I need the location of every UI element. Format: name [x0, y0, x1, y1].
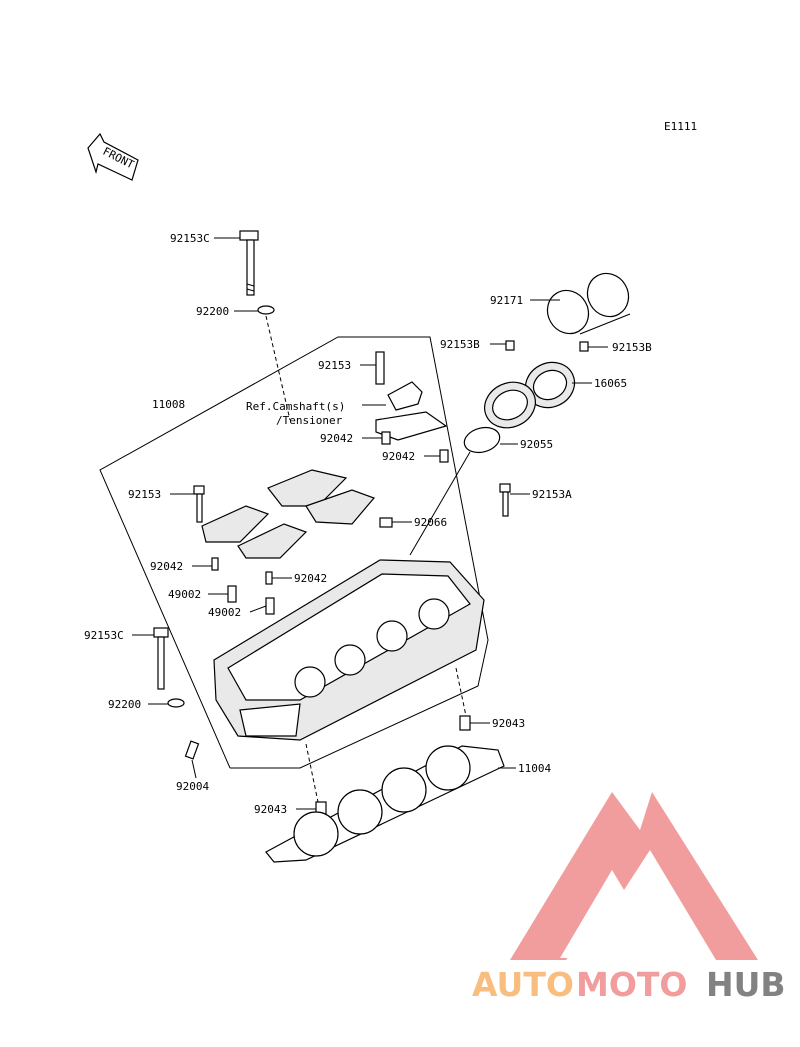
logo-triangle-inner	[560, 870, 680, 958]
axis-line-holder	[409, 451, 471, 556]
label-92200-top: 92200	[196, 305, 229, 318]
label-92043-bottom: 92043	[254, 803, 287, 816]
label-92153B-left: 92153B	[440, 338, 480, 351]
bolt-92153B-right	[579, 341, 589, 352]
bolt-92153-upper	[375, 351, 385, 385]
label-92042-b: 92042	[382, 450, 415, 463]
washer-92200-bottom	[167, 698, 185, 708]
front-arrow-icon: FRONT	[87, 132, 139, 181]
label-92055: 92055	[520, 438, 553, 451]
axis-line-dowel-right	[455, 667, 467, 717]
clamp-92171	[546, 272, 631, 335]
automotohub-logo: AUTO MOTO HUB	[472, 792, 786, 1004]
logo-triangle-outer	[510, 792, 758, 960]
cylinder-head	[213, 559, 485, 741]
oring-92055	[463, 426, 501, 454]
bolt-92153B-left	[505, 340, 515, 351]
head-assembly-outline	[99, 336, 489, 769]
logo-text-auto: AUTO	[472, 965, 574, 1004]
leader-49002-b	[249, 605, 267, 613]
label-92171: 92171	[490, 294, 523, 307]
bolt-92153-left-head	[193, 485, 205, 495]
label-92153C-top: 92153C	[170, 232, 210, 245]
cam-caps	[201, 469, 376, 559]
label-49002-b: 49002	[208, 606, 241, 619]
bolt-92153C-bottom-shank	[157, 636, 165, 690]
bolt-92153-left-shank	[196, 493, 203, 523]
logo-text-moto: MOTO	[576, 965, 687, 1004]
label-16065: 16065	[594, 377, 627, 390]
head-gasket-11004	[265, 745, 505, 863]
bolt-92153A-head	[499, 483, 511, 493]
label-92153-left: 92153	[128, 488, 161, 501]
dowel-92042-a	[381, 431, 391, 445]
dowel-92042-c	[211, 557, 219, 571]
bolt-92153C-bottom-head	[153, 627, 169, 638]
plug-49002-a	[227, 585, 237, 603]
label-92200-bottom: 92200	[108, 698, 141, 711]
label-92153C-bottom: 92153C	[84, 629, 124, 642]
axis-line-top-bolt	[265, 315, 291, 421]
label-92042-d: 92042	[294, 572, 327, 585]
dowel-92042-d	[265, 571, 273, 585]
label-92004: 92004	[176, 780, 209, 793]
plug-92066	[379, 517, 393, 528]
label-92042-a: 92042	[320, 432, 353, 445]
axis-line-dowel-bottom	[305, 743, 319, 803]
label-92153-upper: 92153	[318, 359, 351, 372]
plug-49002-b	[265, 597, 275, 615]
leader-92004	[191, 759, 197, 779]
label-92066: 92066	[414, 516, 447, 529]
label-49002-a: 49002	[168, 588, 201, 601]
holder-16065	[484, 361, 576, 429]
label-92043-right: 92043	[492, 717, 525, 730]
label-92153B-right: 92153B	[612, 341, 652, 354]
tensioner-guide	[387, 381, 423, 411]
bolt-92153C-top	[239, 230, 259, 296]
label-ref-tensioner: /Tensioner	[276, 414, 343, 427]
label-92042-c: 92042	[150, 560, 183, 573]
logo-text-hub: HUB	[706, 965, 786, 1004]
bolt-92153A-shank	[502, 491, 509, 517]
label-11008: 11008	[152, 398, 185, 411]
dowel-92042-b	[439, 449, 449, 463]
diagram-code: E1111	[664, 120, 697, 133]
label-ref-camshaft: Ref.Camshaft(s)	[246, 400, 345, 413]
label-92153A: 92153A	[532, 488, 572, 501]
dowel-92043-right	[459, 715, 471, 731]
cam-cap-upper	[375, 411, 448, 441]
stud-92004	[184, 740, 200, 760]
label-11004: 11004	[518, 762, 551, 775]
washer-92200-top	[257, 305, 275, 315]
